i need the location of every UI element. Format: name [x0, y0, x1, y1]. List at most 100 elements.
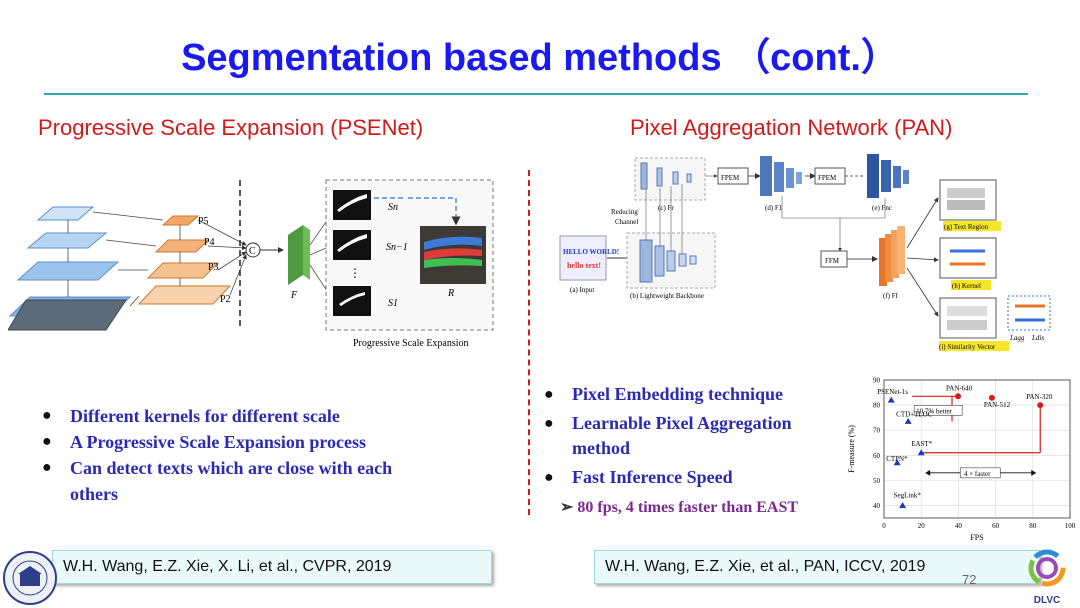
point-label: CTD+TLOC: [896, 410, 933, 418]
channel-label: Channel: [615, 218, 638, 226]
bullet-dot-icon: ●: [544, 386, 554, 403]
sn1-label: Sn−1: [386, 242, 408, 253]
s1-label: S1: [388, 298, 398, 309]
chart-y-label: F-measure (%): [847, 425, 856, 473]
faster-arrow-right: [1031, 469, 1037, 476]
psenet-reference: W.H. Wang, E.Z. Xie, X. Li, et al., CVPR…: [52, 550, 492, 584]
x-tick-label: 0: [882, 522, 886, 530]
bullet-dot-icon: ●: [42, 459, 52, 476]
similarity-label: (i) Similarity Vector: [939, 343, 996, 351]
pan-bullet-3: ●Fast Inference Speed: [542, 465, 842, 490]
slide-title: Segmentation based methods （cont.）: [181, 37, 899, 79]
better-box: [913, 405, 963, 416]
point-pan-640: [955, 393, 962, 400]
psenet-figure: P5 P4 P3 P2 C F Sn Sn−1 ⋮ S1 R Progressi…: [8, 179, 494, 349]
f-feature-block: [288, 225, 303, 285]
dlvc-logo-icon: [1028, 549, 1066, 587]
fpem1-label: FPEM: [721, 174, 740, 182]
bullet-dot-icon: ●: [544, 415, 554, 432]
chart-grid: [883, 379, 1071, 518]
point-label: SegLink*: [894, 491, 922, 499]
pan-bullet-1: ●Pixel Embedding technique: [542, 382, 842, 407]
fpem2-label: FPEM: [818, 174, 837, 182]
pse-caption: Progressive Scale Expansion: [353, 338, 469, 349]
psenet-bullet-3: ●Can detect texts which are close with e…: [40, 455, 440, 507]
bullet-dot-icon: ●: [42, 433, 52, 450]
kernel-label: (h) Kernel: [952, 282, 981, 290]
point-label: PAN-320: [1026, 393, 1053, 401]
similarity-map: [939, 297, 997, 339]
dlvc-logo: DLVC: [1016, 548, 1078, 606]
pan-reference: W.H. Wang, E.Z. Xie, et al., PAN, ICCV, …: [594, 550, 1040, 584]
point-seglink-: [899, 501, 907, 508]
reducing-label: Reducing: [611, 208, 638, 216]
point-ctd-tloc: [904, 417, 912, 424]
psenet-heading: Progressive Scale Expansion (PSENet): [38, 115, 424, 140]
fpn-level-5: [36, 206, 95, 221]
arrow-bullet-icon: ➢: [560, 499, 574, 516]
point-label: EAST*: [911, 440, 933, 448]
pan-bullet-2: ●Learnable Pixel Aggregation method: [544, 413, 792, 458]
bullet-dot-icon: ●: [42, 407, 52, 424]
y-tick-label: 60: [873, 452, 881, 460]
f1-caption: (d) F1: [765, 204, 783, 212]
fr-caption: (c) Fr: [658, 204, 674, 212]
p5-label: P5: [198, 216, 209, 227]
p2-map: [137, 285, 232, 305]
p3-map: [146, 262, 220, 279]
pan-figure: HELLO WORLD! hello text! (a) Input (b) L…: [559, 154, 1051, 351]
faster-annotation: 4 × faster: [964, 470, 991, 478]
fpn-level-4: [26, 232, 108, 249]
ff-caption: (f) Ff: [883, 292, 899, 300]
faster-arrow-left: [925, 469, 931, 476]
psenet-bullet-list: ●Different kernels for different scale ●…: [40, 403, 440, 507]
x-tick-label: 60: [992, 522, 1000, 530]
p4-map: [154, 239, 210, 253]
y-tick-label: 50: [873, 477, 881, 485]
point-label: CTPN*: [886, 455, 908, 463]
kernel-s1: [333, 286, 371, 316]
pan-sub-bullet: ➢ 80 fps, 4 times faster than EAST: [560, 499, 799, 516]
psenet-bullet-1: ●Different kernels for different scale: [40, 403, 440, 429]
y-tick-label: 70: [873, 427, 881, 435]
r-label: R: [447, 288, 454, 299]
pan-bullet-list: ●Pixel Embedding technique ●Learnable Pi…: [542, 382, 842, 490]
point-label: PAN-512: [984, 401, 1011, 409]
chart-frame: [883, 379, 1071, 519]
title-divider-line: [44, 93, 1028, 95]
y-tick-label: 80: [873, 402, 881, 410]
point-ctpn-: [893, 459, 901, 466]
f-label: F: [290, 290, 298, 301]
lagg-label: Lagg: [1009, 334, 1025, 342]
fpn-level-3: [16, 261, 120, 281]
column-divider: [528, 170, 530, 515]
y-tick-label: 90: [873, 377, 881, 385]
input-image: [8, 299, 127, 331]
point-label: PAN-640: [946, 384, 973, 392]
dlvc-logo-text: DLVC: [1033, 595, 1061, 606]
text-region-label: (g) Text Region: [944, 223, 989, 231]
dots-label: ⋮: [349, 266, 361, 280]
input-hello2: hello text!: [567, 261, 601, 270]
p3-label: P3: [208, 262, 219, 273]
x-tick-label: 80: [1029, 522, 1037, 530]
sn-label: Sn: [388, 202, 398, 213]
x-tick-label: 100: [1065, 522, 1076, 530]
point-pan-512: [988, 394, 995, 401]
pan-heading: Pixel Aggregation Network (PAN): [630, 115, 953, 140]
psenet-bullet-2: ●A Progressive Scale Expansion process: [40, 429, 440, 455]
chart-x-label: FPS: [970, 533, 983, 542]
p5-map: [161, 215, 200, 226]
bullet-dot-icon: ●: [544, 469, 554, 486]
point-psenet-1s: [887, 396, 895, 403]
better-annotation: 10.7% better: [916, 407, 952, 415]
point-pan-320: [1037, 402, 1044, 409]
x-tick-label: 20: [918, 522, 926, 530]
page-number: 72: [962, 572, 977, 587]
faster-box: [959, 467, 1001, 479]
university-seal-icon: [3, 551, 57, 605]
point-east-: [917, 449, 925, 456]
chart-annotations: 10.7% better 4 × faster: [912, 395, 1041, 479]
